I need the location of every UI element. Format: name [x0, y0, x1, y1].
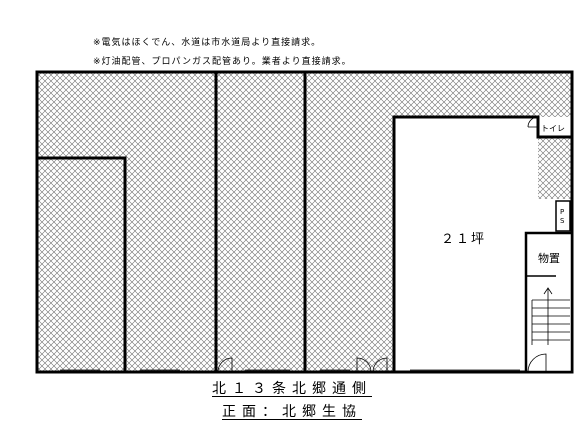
- street-caption-text: 北１３条北郷通側: [212, 381, 372, 397]
- ps-label-s: S: [560, 217, 565, 225]
- toilet-door: [527, 116, 539, 128]
- street-caption: 北１３条北郷通側: [0, 378, 584, 398]
- left-room-wall: [37, 156, 127, 372]
- door-unit-3-b: [372, 357, 388, 373]
- ps-label-p: P: [560, 208, 564, 216]
- utility-note-gas: ※灯油配管、プロパンガス配管あり。業者より直接請求。: [93, 57, 352, 67]
- occupied-area-right-strip: [538, 137, 572, 199]
- storage-label: 物置: [538, 251, 560, 265]
- door-unit-3: [356, 357, 372, 373]
- toilet-label: トイレ: [541, 124, 565, 133]
- toilet-room: [527, 116, 539, 137]
- storage-door: [527, 353, 547, 373]
- utility-note-electric-water: ※電気はほくでん、水道は市水道局より直接請求。: [93, 38, 322, 48]
- ps-shaft: [555, 200, 571, 232]
- door-unit-2: [217, 357, 233, 373]
- stairs-arrow-icon: [543, 287, 553, 345]
- front-caption-text: 正面：北郷生協: [222, 404, 362, 420]
- front-openings: [60, 357, 520, 373]
- main-area-label: ２１坪: [441, 232, 486, 247]
- storage-room: [524, 231, 574, 374]
- front-caption: 正面：北郷生協: [0, 401, 584, 421]
